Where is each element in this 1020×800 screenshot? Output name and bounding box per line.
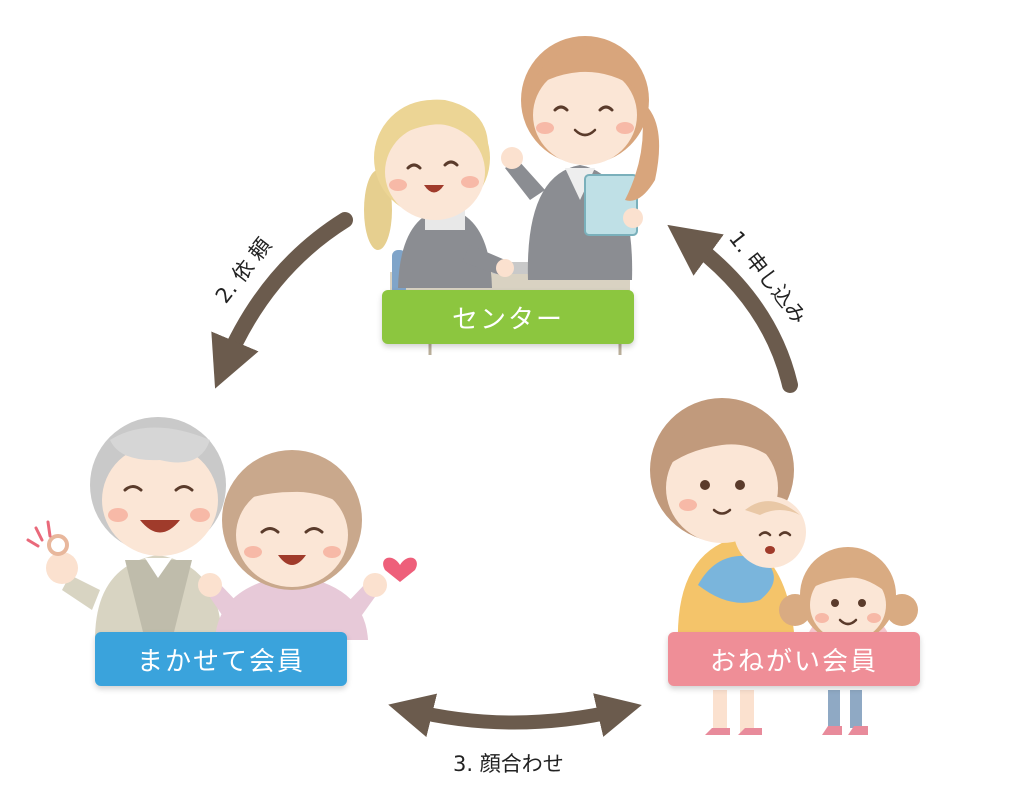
center-label: センター [382, 290, 634, 344]
onegai-member-label: おねがい会員 [668, 632, 920, 686]
makase-couple-illustration [26, 417, 417, 640]
makase-member-label: まかせて会員 [95, 632, 347, 686]
arrow-apply [667, 224, 798, 393]
arrow-request [211, 212, 353, 389]
step-meeting-label: 3. 顔合わせ [453, 752, 564, 776]
center-staff-illustration [364, 36, 660, 355]
arrow-meeting [388, 693, 642, 738]
